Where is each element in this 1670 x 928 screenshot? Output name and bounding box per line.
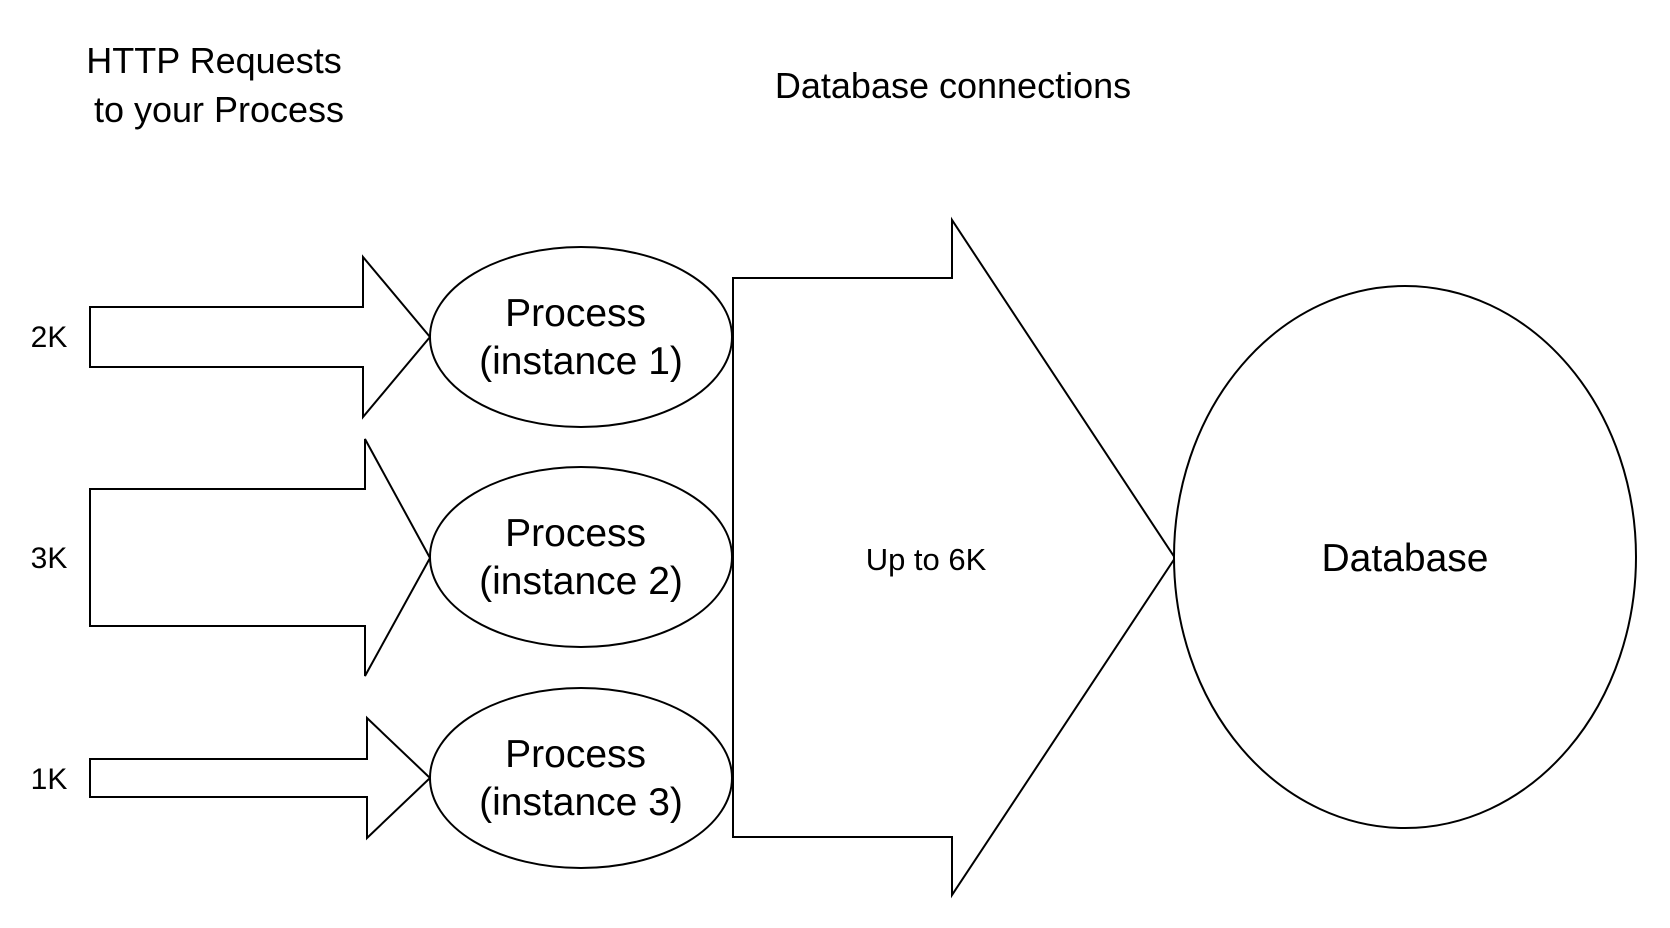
request-count-2: 3K [31, 542, 68, 575]
process-node-2 [429, 466, 733, 648]
connections-arrow-label: Up to 6K [866, 542, 987, 577]
connections-arrow [732, 216, 1177, 899]
database-node-label: Database [1322, 537, 1489, 580]
process-node-1-line2: (instance 1) [479, 340, 683, 383]
process-node-3-label: Process (instance 3) [479, 733, 683, 824]
process-node-1 [429, 246, 733, 428]
request-count-3: 1K [31, 763, 68, 796]
process-node-1-line1: Process [505, 292, 646, 335]
request-arrow-3 [89, 715, 432, 841]
process-node-3-line1: Process [505, 733, 646, 776]
request-count-1: 2K [31, 321, 68, 354]
process-node-2-label: Process (instance 2) [479, 512, 683, 603]
process-node-3 [429, 687, 733, 869]
process-node-2-line2: (instance 2) [479, 560, 683, 603]
requests-heading: HTTP Requests to your Process [86, 40, 351, 130]
connections-heading: Database connections [775, 65, 1131, 106]
requests-heading-line2: to your Process [94, 89, 344, 130]
requests-heading-line1: HTTP Requests [86, 40, 341, 81]
request-arrow-2 [89, 438, 432, 677]
process-node-3-line2: (instance 3) [479, 781, 683, 824]
process-node-1-label: Process (instance 1) [479, 292, 683, 383]
database-node [1173, 285, 1637, 829]
process-node-2-line1: Process [505, 512, 646, 555]
request-arrow-1 [89, 254, 432, 420]
